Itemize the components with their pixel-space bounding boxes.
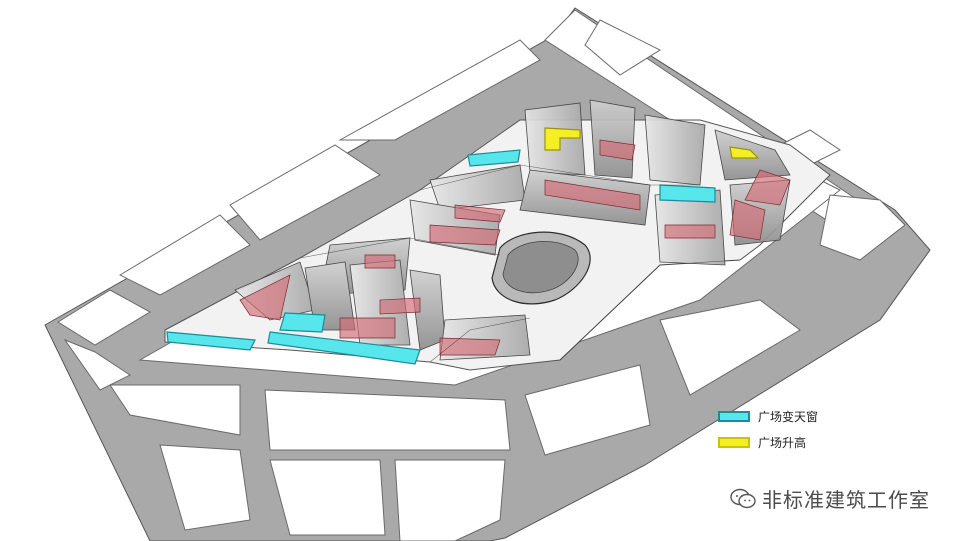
legend-swatch-yellow [718, 437, 750, 448]
legend-swatch-cyan [718, 411, 750, 422]
red-planes [239, 139, 791, 356]
watermark-text: 非标准建筑工作室 [762, 488, 930, 512]
legend-item-raised-plaza: 广场升高 [718, 434, 806, 451]
wechat-icon [730, 488, 756, 508]
raised-plazas [544, 127, 760, 159]
watermark: 非标准建筑工作室 [730, 484, 930, 513]
legend-label: 广场升高 [758, 436, 807, 450]
site-complex [164, 99, 831, 371]
legend-label: 广场变天窗 [758, 410, 819, 424]
skylight-plazas [166, 149, 716, 365]
legend-item-skylight: 广场变天窗 [718, 408, 818, 425]
